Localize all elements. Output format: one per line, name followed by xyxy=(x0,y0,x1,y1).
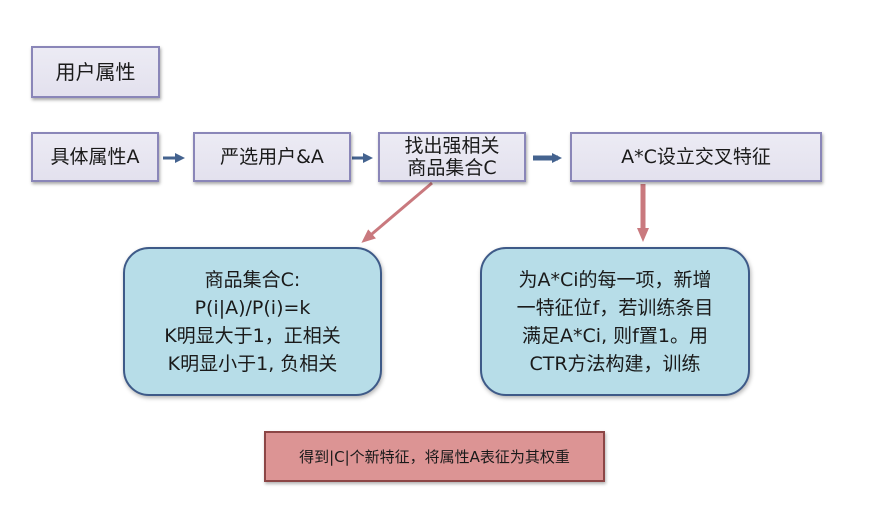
step-select-users: 严选用户&A xyxy=(193,132,351,182)
right-note-line: 满足A*Ci, 则f置1。用 xyxy=(522,324,708,347)
step4-label: A*C设立交叉特征 xyxy=(621,146,771,168)
step3-label-line1: 找出强相关 xyxy=(404,135,500,157)
left-note-line: K明显大于1，正相关 xyxy=(164,324,341,347)
result-label: 得到|C|个新特征，将属性A表征为其权重 xyxy=(299,448,570,466)
left-note-line: 商品集合C: xyxy=(204,268,301,291)
user-attribute-title: 用户属性 xyxy=(31,46,160,98)
right-note-line: 一特征位f，若训练条目 xyxy=(516,296,714,319)
title-label: 用户属性 xyxy=(55,60,136,84)
step3-label-line2: 商品集合C xyxy=(407,157,497,179)
feature-construction-note: 为A*Ci的每一项，新增 一特征位f，若训练条目 满足A*Ci, 则f置1。用 … xyxy=(480,247,750,396)
step2-label: 严选用户&A xyxy=(220,146,324,168)
item-set-definition-note: 商品集合C: P(i|A)/P(i)=k K明显大于1，正相关 K明显小于1, … xyxy=(123,247,382,396)
result-summary-box: 得到|C|个新特征，将属性A表征为其权重 xyxy=(264,431,605,482)
arrow-step3-to-left-note xyxy=(361,181,433,243)
step-specific-attribute: 具体属性A xyxy=(31,132,159,182)
right-note-line: 为A*Ci的每一项，新增 xyxy=(518,268,712,291)
left-note-line: P(i|A)/P(i)=k xyxy=(194,296,311,319)
right-note-line: CTR方法构建，训练 xyxy=(529,352,701,375)
left-note-line: K明显小于1, 负相关 xyxy=(167,352,338,375)
step1-label: 具体属性A xyxy=(50,146,140,168)
step-cross-feature: A*C设立交叉特征 xyxy=(570,132,822,182)
step-find-correlated-items: 找出强相关 商品集合C xyxy=(378,132,526,182)
